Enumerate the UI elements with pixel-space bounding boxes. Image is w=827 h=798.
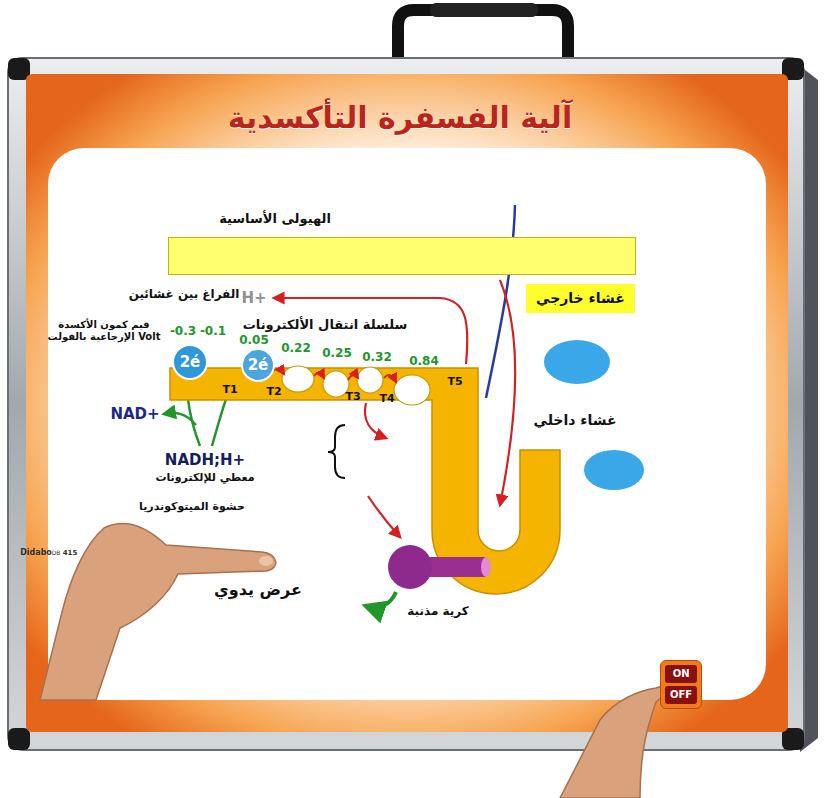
proton-arrow	[365, 403, 386, 438]
potential-value: 0.22	[281, 341, 311, 355]
protein-complex	[394, 375, 430, 405]
crista-blob	[544, 340, 610, 384]
region-label: الهيولى الأساسية	[219, 211, 331, 227]
orange-panel	[26, 74, 788, 732]
diagram-title: آلية الفسفرة التأكسدية	[228, 100, 572, 136]
node-text: 2é	[180, 353, 201, 371]
chain-label: سلسلة انتقال الألكترونات	[243, 317, 408, 333]
complex-label: T1	[222, 383, 237, 396]
pointing-hand	[40, 523, 276, 700]
caption-text: عرض يدوي	[214, 580, 302, 599]
handle-grip	[430, 3, 538, 17]
node-text: غشاء خارجي	[526, 284, 635, 313]
molecule-label: NADH;H+	[165, 451, 245, 469]
node-text: كرية مذنبة	[407, 604, 468, 618]
outer-membrane: غشاء خارجي	[168, 237, 636, 275]
proton-arrow	[500, 280, 515, 505]
complex-label: T5	[447, 375, 462, 388]
switch-hand	[560, 686, 667, 798]
complex-label: T2	[266, 385, 281, 398]
electron-hop	[348, 375, 358, 380]
proton-arrow	[368, 496, 400, 537]
electron-hop	[384, 375, 396, 382]
potential-value: -0.1	[200, 324, 226, 338]
protein-complex	[357, 367, 383, 393]
atp-arrow	[366, 592, 396, 607]
axis-note: قيم كمون الأكسدة الإرجاعية بالفولت Volt	[42, 319, 166, 343]
region-label: الفراغ بين غشائين	[129, 287, 240, 301]
node-text: غشاء داخلي	[533, 412, 616, 429]
crista-blob	[584, 450, 644, 490]
note-text: معطي للإلكترونات	[155, 471, 254, 484]
frame-corner	[8, 728, 30, 750]
potential-value: 0.32	[362, 350, 392, 364]
protein-complex	[282, 366, 314, 392]
aluminium-frame	[8, 58, 804, 750]
node-text: OFF	[665, 686, 697, 704]
electron-pair: 2é	[172, 344, 208, 380]
potential-value: 0.84	[409, 354, 439, 368]
complex-label: T3	[345, 390, 360, 403]
node-text: ON	[665, 665, 697, 683]
brand-mark: 415	[63, 549, 78, 557]
potential-value: -0.3	[170, 324, 196, 338]
potential-value: 0.25	[322, 346, 352, 360]
synthase-stalk	[424, 557, 486, 577]
complex-label: T4	[379, 392, 394, 405]
electron-pair: 2é	[241, 348, 275, 382]
curly-bracket	[328, 425, 345, 478]
brand-mark: DB	[52, 549, 61, 556]
electron-path	[486, 205, 515, 398]
stalk-end	[481, 557, 491, 577]
region-label: حشوة الميتوكوندريا	[139, 500, 245, 513]
white-panel	[48, 148, 766, 700]
electron-hop	[314, 373, 324, 378]
atp-synthase: كرية مذنبة	[378, 540, 498, 626]
protein-complex	[323, 371, 349, 397]
synthase-head	[388, 545, 432, 589]
brand-mark: Didabo	[20, 548, 52, 558]
molecule-label: NAD+	[110, 405, 159, 423]
power-switch: ON OFF	[660, 660, 702, 709]
oxidation-arrow	[164, 413, 196, 425]
ion-label: H+	[241, 289, 266, 307]
frame-corner	[782, 728, 804, 750]
potential-value: 0.05	[239, 333, 269, 347]
frame-corner	[8, 58, 30, 80]
fingernail	[259, 556, 273, 566]
node-text: 2é	[248, 356, 269, 374]
